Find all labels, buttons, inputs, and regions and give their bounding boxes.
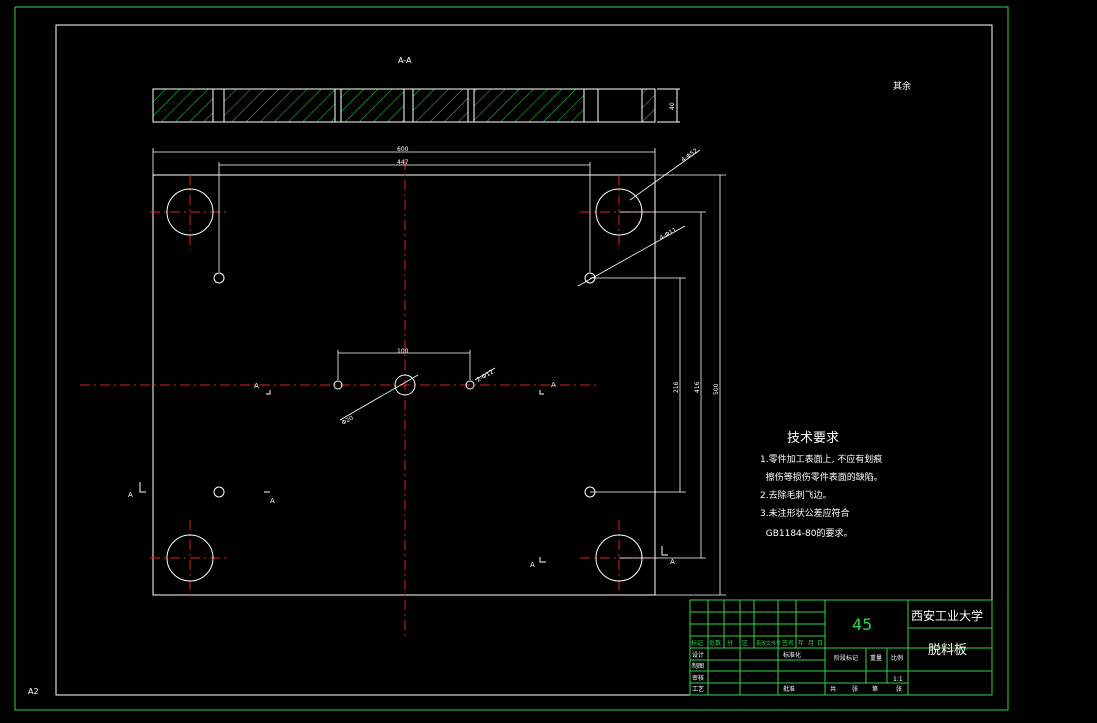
tech-line: 2.去除毛刺飞边。 [760,489,832,501]
sheet-size-label: A2 [28,687,39,696]
note-large-holes: 4-Φ52 [680,147,699,163]
tech-line: 擦伤等损伤零件表面的缺陷。 [760,471,883,483]
side-hole [465,380,475,390]
section-mark-a: A [128,491,133,499]
thickness-dim: 40 [669,102,676,110]
section-mark-a: A [270,497,275,505]
title-block [689,599,993,696]
header-label: 签名 [782,639,794,647]
note-center-hole: Φ20 [341,414,355,426]
section-hole [212,88,225,123]
section-hole [583,88,599,123]
material: 45 [852,615,872,634]
tech-line: 1.零件加工表面上, 不应有划痕 [760,453,882,465]
section-view: 40 [152,88,680,123]
title-block-text: 45 西安工业大学 脱料板 1:1 标记 处数 分 区 更改文件号 签名 年 月… [691,608,983,693]
header-label: 标记 [691,639,703,647]
extra-label: 标准化 [783,651,801,659]
weight-label: 重量 [870,654,882,662]
inner-frame [55,24,993,696]
large-hole [166,188,214,236]
center-lines [80,160,660,640]
tech-requirements: 技术要求 1.零件加工表面上, 不应有划痕 擦伤等损伤零件表面的缺陷。 2.去除… [760,431,883,539]
part-name: 脱料板 [928,643,967,658]
tech-title: 技术要求 [787,431,839,446]
section-hole [334,88,342,123]
section-markers [139,390,668,563]
row-label: 工艺 [692,685,704,693]
school-name: 西安工业大学 [911,608,983,623]
sheet-label: 第 [872,685,878,693]
side-hole [333,380,343,390]
stage-label: 阶段标记 [834,654,858,662]
scale-value: 1:1 [893,676,903,683]
note-small-holes: 4-Φ11 [659,226,679,241]
sheet-label: 张 [896,685,902,693]
header-label: 日 [817,640,823,647]
section-mark-a: A [670,558,675,566]
dim-small-height: 216 [673,381,680,393]
header-label: 更改文件号 [756,640,781,647]
scale-label: 比例 [891,654,903,662]
dim-inner-span: 447 [397,159,409,166]
center-hole [394,374,416,396]
dim-center-span: 100 [397,348,409,355]
section-mark-a: A [551,381,556,389]
note-side-holes: 2-Φ12 [476,368,496,383]
section-mark-a: A [254,382,259,390]
section-hole [403,88,414,123]
header-label: 区 [742,640,748,647]
outer-frame [14,6,1009,711]
tech-line: GB1184-80的要求。 [760,527,852,539]
header-label: 年 [798,639,804,647]
dimension-lines [152,148,726,596]
dim-overall-height: 500 [713,383,720,395]
plate-outline [152,174,656,596]
large-hole [166,534,214,582]
row-label: 审核 [692,674,704,682]
small-hole [213,272,225,284]
roughness-note: 其余 [893,80,911,92]
tech-line: 3.未注形状公差应符合 [760,507,850,519]
dim-overall-width: 600 [397,146,409,153]
sheet-label: 共 [830,685,836,693]
extra-label: 制图 [692,662,704,670]
small-hole [213,486,225,498]
header-label: 处数 [709,639,721,647]
plan-view: 600 447 100 500 416 216 4-Φ52 4-Φ11 2-Φ1… [80,146,726,640]
header-label: 月 [808,640,814,647]
header-label: 分 [727,639,733,647]
extra-label: 批准 [783,685,795,693]
section-hole [597,88,643,123]
section-mark-a: A [530,561,535,569]
dim-inner-height: 416 [694,381,701,393]
row-label: 设计 [692,651,704,659]
sheet-label: 张 [852,685,858,693]
section-hole [467,88,475,123]
section-title: A-A [398,56,412,65]
